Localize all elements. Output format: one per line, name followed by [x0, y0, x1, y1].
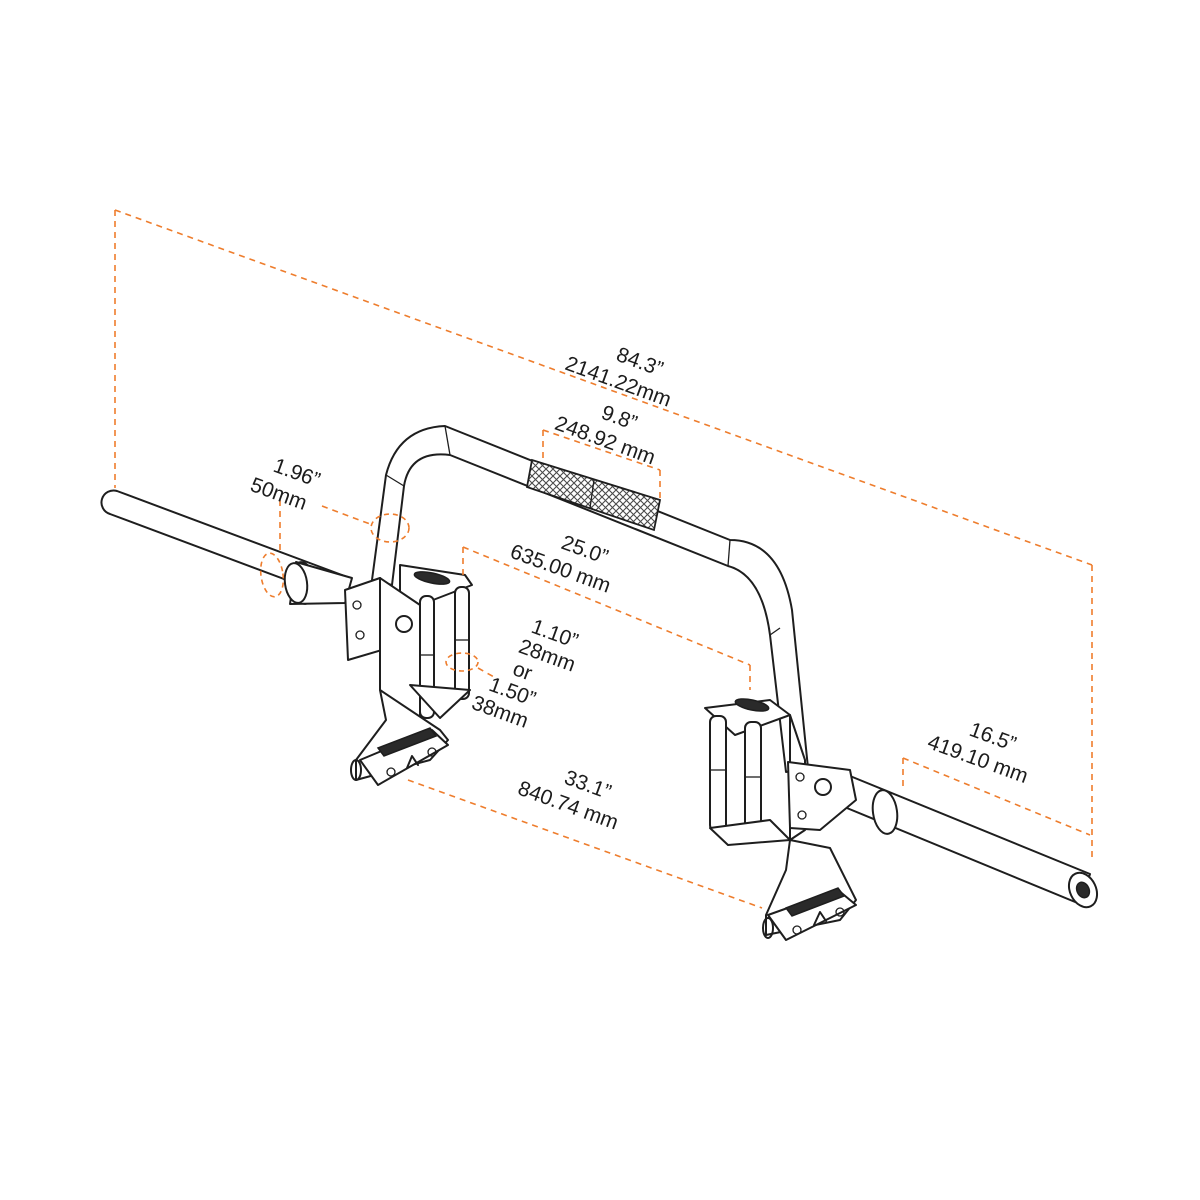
brand-mark-icon-right — [813, 911, 827, 926]
right-carriage — [704, 698, 857, 941]
knurl-grip — [525, 458, 662, 532]
right-sleeve — [841, 775, 1099, 909]
brand-logo-icon — [413, 571, 451, 585]
dimension-lines — [114, 209, 1093, 909]
bolt-icon — [395, 615, 413, 633]
brand-mark-icon — [406, 755, 419, 769]
left-carriage — [344, 564, 473, 786]
bolt-icon-right — [814, 778, 832, 796]
bar-drawing — [100, 425, 1099, 941]
end-cap-logo-icon — [1075, 881, 1091, 899]
left-sleeve — [100, 489, 353, 605]
brand-logo-icon-right — [734, 698, 770, 712]
